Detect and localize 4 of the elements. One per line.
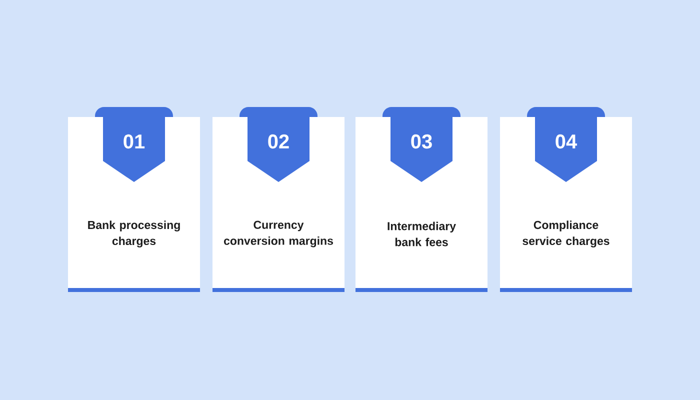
badge: 01 [95,107,173,182]
badge: 02 [240,107,318,182]
badge: 04 [527,107,605,182]
badge: 03 [382,107,460,182]
